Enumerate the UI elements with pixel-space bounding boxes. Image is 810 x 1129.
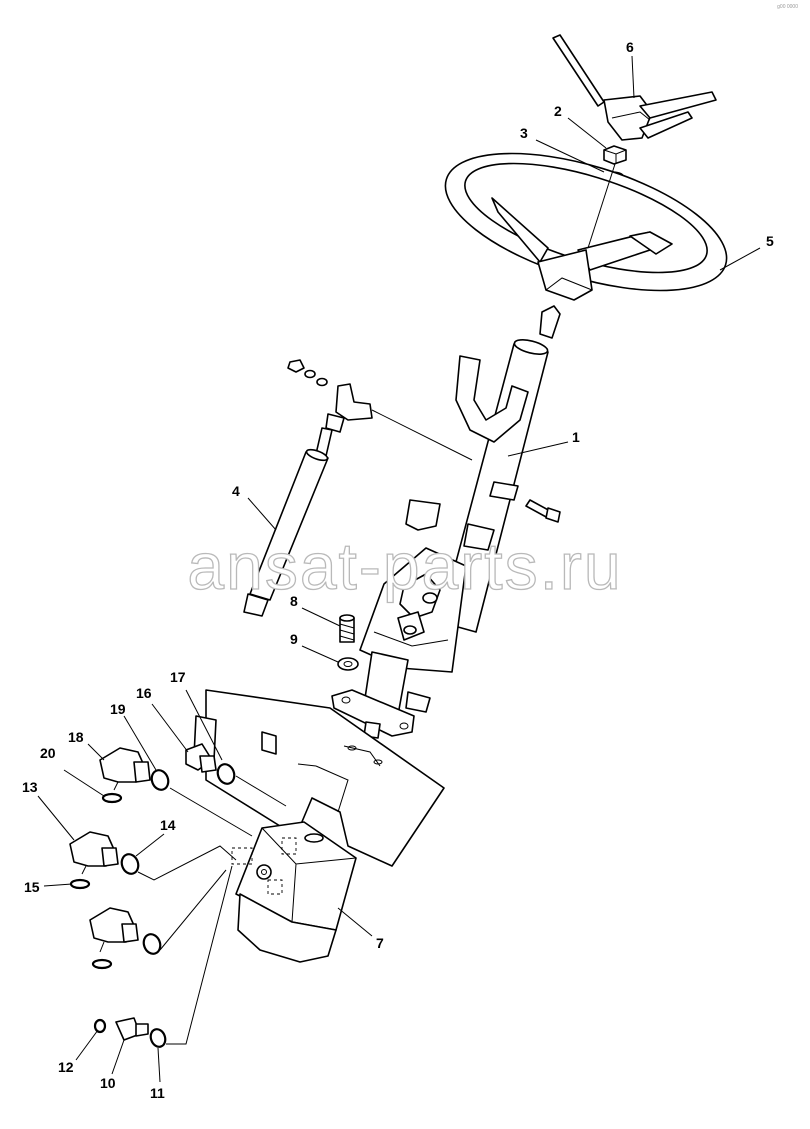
callout-16: 16 [136,685,152,701]
part-11-oring [149,1028,167,1048]
callout-20: 20 [40,745,56,761]
callout-10: 10 [100,1075,116,1091]
part-13-elbow [69,831,119,875]
part-7-steering-valve [231,821,357,963]
callout-4: 4 [232,483,240,499]
elbow-oring-lower [91,933,162,970]
part-15-oring [69,878,91,890]
part-18-elbow [99,747,151,791]
callout-2: 2 [554,103,562,119]
callout-13: 13 [22,779,38,795]
part-1-steering-column [331,305,561,739]
part-16-fitting [185,743,217,773]
callout-7: 7 [376,935,384,951]
part-14-oring [120,853,140,875]
part-20-oring [101,792,123,804]
callout-5: 5 [766,233,774,249]
callout-12: 12 [58,1059,74,1075]
part-17-oring [216,763,236,785]
callout-labels: 6 2 3 5 1 4 8 9 17 16 19 18 20 13 14 15 … [22,39,774,1101]
elbow-fitting-lower [89,907,139,953]
callout-15: 15 [24,879,40,895]
callout-3: 3 [520,125,528,141]
part-2-nut [603,145,627,165]
part-1-bolt [525,499,561,523]
part-9-washer [337,657,359,671]
callout-18: 18 [68,729,84,745]
callout-6: 6 [626,39,634,55]
leader-lines [37,55,761,1083]
part-4-fasteners [287,359,328,387]
connection-lines [137,775,287,1045]
part-10-fitting [115,1017,149,1041]
callout-11: 11 [150,1085,165,1101]
callout-9: 9 [290,631,298,647]
part-5-steering-wheel [444,152,728,301]
part-6-cap [552,34,717,141]
callout-1: 1 [572,429,580,445]
callout-8: 8 [290,593,298,609]
part-4-gas-strut [243,383,373,617]
part-8-bolt [339,614,355,643]
callout-19: 19 [110,701,126,717]
corner-mark: g00 0000 [777,4,798,10]
callout-14: 14 [160,817,176,833]
part-19-oring [150,769,170,791]
callout-17: 17 [170,669,186,685]
part-12-oring [93,1018,107,1034]
